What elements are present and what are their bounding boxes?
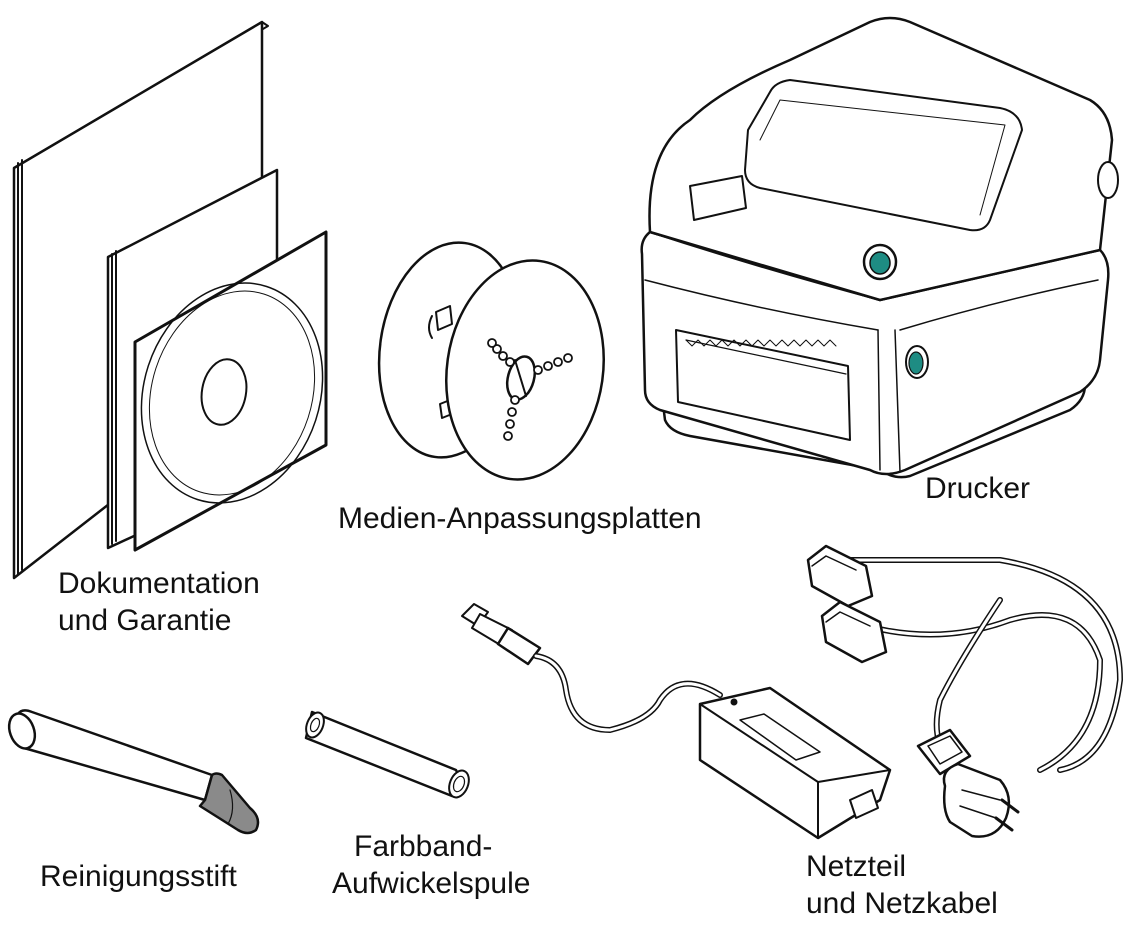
documentation-label: Dokumentation und Garantie <box>58 565 260 639</box>
media-plates-label: Medien-Anpassungsplatten <box>338 500 702 537</box>
ribbon-spool-label: Farbband- Aufwickelspule <box>332 828 530 902</box>
cleaning-pen-icon <box>7 709 260 835</box>
cleaning-pen-label-text: Reinigungsstift <box>40 860 237 893</box>
ribbon-spool-label-line1: Farbband- <box>354 830 493 863</box>
media-plates-label-text: Medien-Anpassungsplatten <box>338 502 702 535</box>
power-supply-label-line1: Netzteil <box>806 850 907 883</box>
power-adapter-icon <box>461 544 1123 840</box>
power-button-icon <box>908 351 924 375</box>
cleaning-pen-label: Reinigungsstift <box>40 858 237 895</box>
power-supply-label-line2: und Netzkabel <box>806 887 998 920</box>
ribbon-spool-label-line2: Aufwickelspule <box>332 867 531 900</box>
documentation-label-line1: Dokumentation <box>58 567 260 600</box>
feed-button-icon <box>869 251 891 275</box>
spool-plates-icon <box>377 241 605 481</box>
label-printer-icon <box>640 16 1119 479</box>
printer-label-text: Drucker <box>925 472 1031 505</box>
ribbon-core-icon <box>304 710 470 799</box>
documentation-label-line2: und Garantie <box>58 604 232 637</box>
printer-label: Drucker <box>925 470 1030 507</box>
power-supply-label: Netzteil und Netzkabel <box>806 848 998 922</box>
documents-cd-icon <box>12 20 328 580</box>
